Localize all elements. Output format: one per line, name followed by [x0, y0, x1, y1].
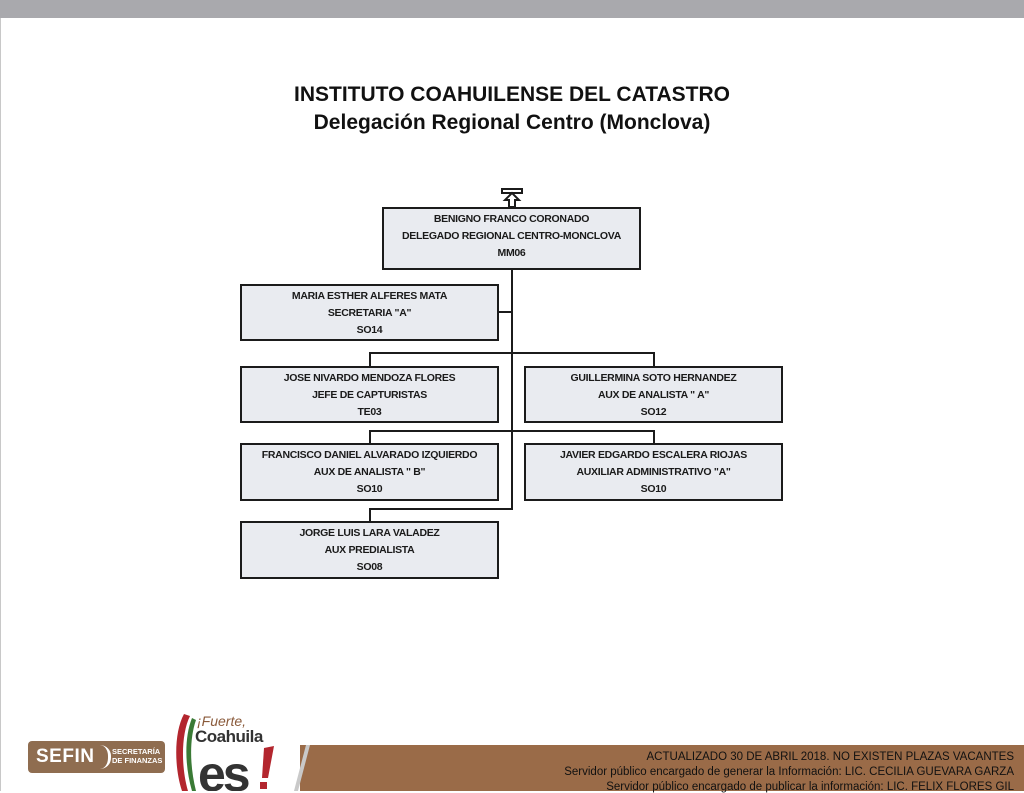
connector-trunk [511, 269, 513, 509]
org-name: FRANCISCO DANIEL ALVARADO IZQUIERDO [261, 449, 478, 461]
connector-row2-h [369, 352, 655, 354]
connector-row4-left [369, 508, 371, 522]
connector-row3-left [369, 430, 371, 444]
sefin-bracket-icon [100, 745, 111, 769]
org-code: SO12 [640, 406, 667, 418]
svg-text:es: es [198, 746, 249, 791]
org-code: SO10 [356, 483, 383, 495]
sefin-sub-line2: DE FINANZAS [112, 756, 163, 765]
org-code: SO10 [640, 483, 667, 495]
org-code: TE03 [357, 406, 382, 418]
sefin-logo-name: SEFIN [36, 746, 95, 767]
page-title: INSTITUTO COAHUILENSE DEL CATASTRO [294, 83, 730, 106]
org-box-aux-administrativo: JAVIER EDGARDO ESCALERA RIOJAS AUXILIAR … [524, 443, 783, 501]
footer-slant-decoration [294, 745, 322, 791]
connector-secretary [498, 311, 512, 313]
footer-publisher-note: Servidor público encargado de publicar l… [606, 781, 1014, 793]
org-box-aux-predialista: JORGE LUIS LARA VALADEZ AUX PREDIALISTA … [240, 521, 499, 579]
org-box-jefe-capturistas: JOSE NIVARDO MENDOZA FLORES JEFE DE CAPT… [240, 366, 499, 423]
left-border [0, 18, 1, 791]
org-box-secretary: MARIA ESTHER ALFERES MATA SECRETARIA "A"… [240, 284, 499, 341]
connector-row3-h [369, 430, 655, 432]
org-role: JEFE DE CAPTURISTAS [312, 389, 427, 401]
org-name: JORGE LUIS LARA VALADEZ [299, 527, 440, 539]
logo-tagline: ¡Fuerte, [197, 713, 247, 729]
connector-row3-right [653, 430, 655, 444]
logo-state-name: Coahuila [195, 727, 263, 746]
connector-row2-left [369, 352, 371, 367]
footer-generator-note: Servidor público encargado de generar la… [564, 766, 1014, 778]
footer-updated-note: ACTUALIZADO 30 DE ABRIL 2018. NO EXISTEN… [646, 751, 1014, 763]
org-name: GUILLERMINA SOTO HERNANDEZ [570, 372, 737, 384]
org-box-aux-analista-b: FRANCISCO DANIEL ALVARADO IZQUIERDO AUX … [240, 443, 499, 501]
org-role: SECRETARIA "A" [327, 307, 412, 319]
top-bar [0, 0, 1024, 18]
footer-bar [300, 745, 1024, 791]
org-role: AUX DE ANALISTA " B" [313, 466, 426, 478]
org-box-head: BENIGNO FRANCO CORONADO DELEGADO REGIONA… [382, 207, 641, 270]
page-subtitle: Delegación Regional Centro (Monclova) [313, 111, 711, 134]
home-up-arrow-icon[interactable] [501, 188, 523, 208]
org-code: SO14 [356, 324, 383, 336]
org-name: JAVIER EDGARDO ESCALERA RIOJAS [559, 449, 748, 461]
org-name: MARIA ESTHER ALFERES MATA [291, 290, 448, 302]
org-role: AUXILIAR ADMINISTRATIVO "A" [576, 466, 731, 478]
org-role: AUX DE ANALISTA " A" [597, 389, 710, 401]
connector-row4-h [369, 508, 513, 510]
org-code: MM06 [497, 247, 526, 259]
sefin-logo: SEFIN SECRETARÍA DE FINANZAS [28, 741, 165, 773]
org-code: SO08 [356, 561, 383, 573]
sefin-sub-line1: SECRETARÍA [112, 747, 161, 756]
org-role: AUX PREDIALISTA [324, 544, 415, 556]
org-name: JOSE NIVARDO MENDOZA FLORES [283, 372, 456, 384]
coahuila-es-logo: es [176, 714, 274, 791]
org-role: DELEGADO REGIONAL CENTRO-MONCLOVA [402, 230, 621, 242]
sefin-logo-subtitle: SECRETARÍA DE FINANZAS [112, 747, 162, 765]
org-name: BENIGNO FRANCO CORONADO [433, 213, 590, 225]
connector-row2-right [653, 352, 655, 367]
org-box-aux-analista-a: GUILLERMINA SOTO HERNANDEZ AUX DE ANALIS… [524, 366, 783, 423]
